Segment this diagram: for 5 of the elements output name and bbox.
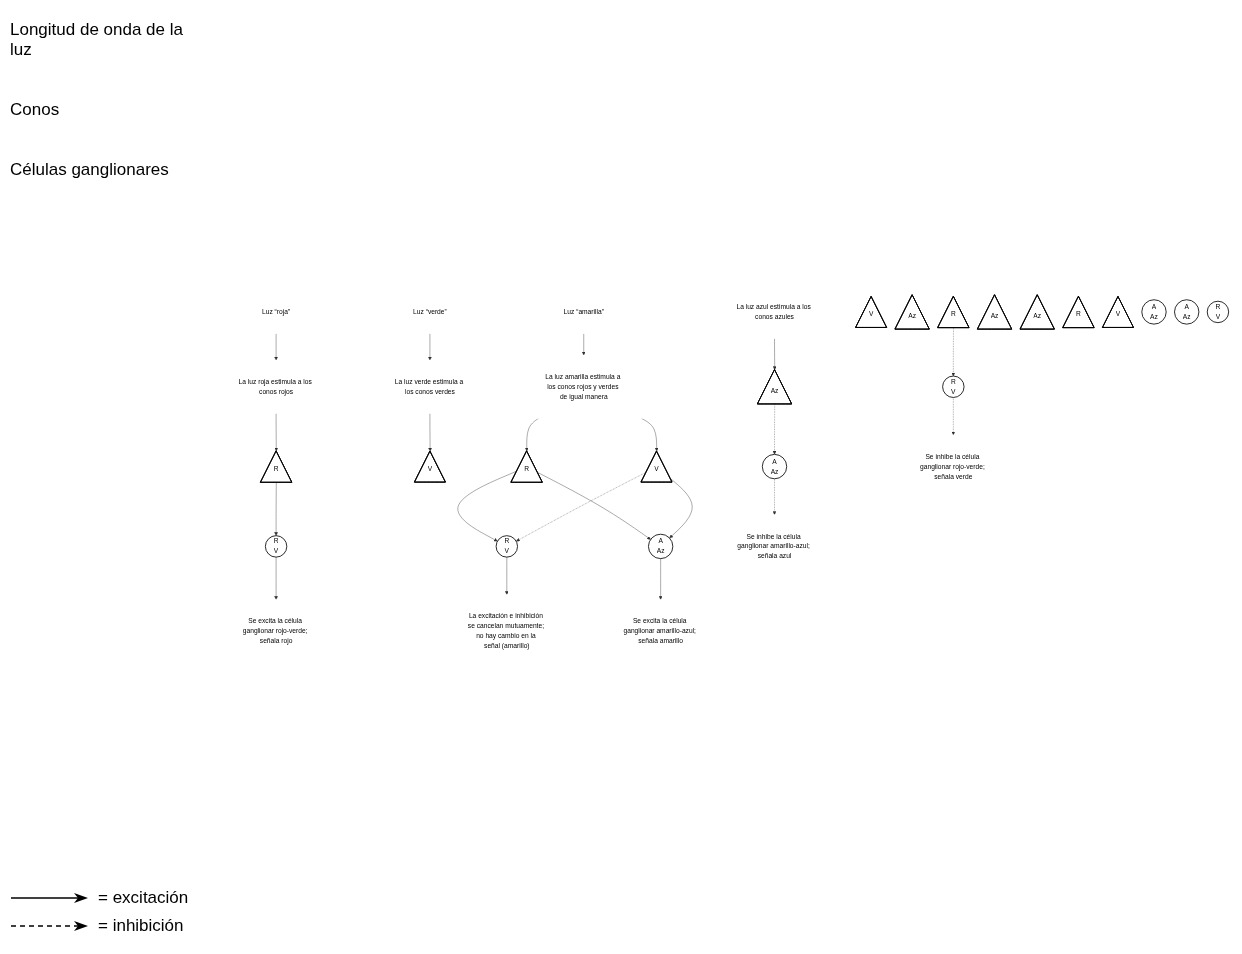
row-label: Conos	[10, 100, 61, 120]
legend-text: = inhibición	[98, 916, 184, 936]
row-label: Células ganglionares	[10, 160, 170, 180]
legend-text: = excitación	[98, 888, 189, 908]
row-label: Longitud de onda de la luz	[10, 20, 184, 60]
